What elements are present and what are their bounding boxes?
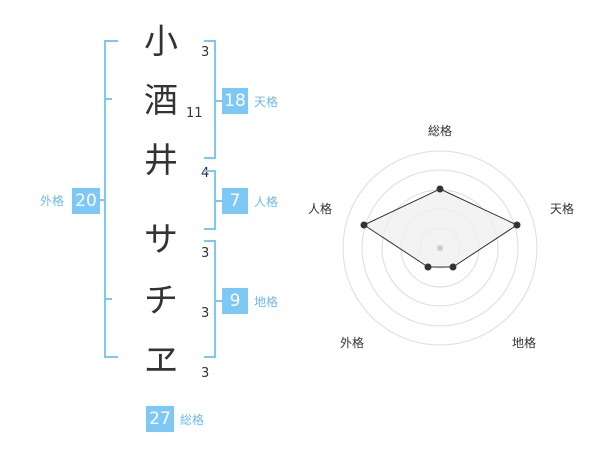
- tenkaku-bracket-arm: [214, 100, 222, 102]
- name-char-3: 井: [144, 141, 178, 181]
- tenkaku-bracket-bottom: [204, 157, 216, 159]
- gaikaku-badge: 20: [72, 188, 100, 214]
- chikaku-label: 地格: [254, 295, 279, 309]
- name-char-6: ヱ: [144, 341, 178, 381]
- stroke-count-6: 3: [201, 366, 210, 381]
- jinkaku-badge: 7: [222, 188, 248, 214]
- radar-chart: [342, 150, 538, 346]
- radar-label-bottom-left: 外格: [339, 336, 364, 350]
- name-char-1: 小: [144, 22, 178, 62]
- radar-label-left: 人格: [307, 202, 332, 216]
- stroke-count-5: 3: [201, 306, 210, 321]
- radar-point-gaikaku: [424, 263, 432, 271]
- gaikaku-label: 外格: [40, 194, 65, 208]
- radar-point-tenkaku: [513, 221, 521, 229]
- stroke-count-3: 4: [201, 166, 210, 181]
- gaikaku-bracket-top: [104, 40, 118, 42]
- stroke-count-1: 3: [201, 45, 210, 60]
- chikaku-badge: 9: [222, 288, 248, 314]
- radar-label-top: 総格: [427, 124, 452, 138]
- radar-center-dot: [437, 245, 443, 251]
- radar-point-soukaku: [436, 185, 444, 193]
- jinkaku-label: 人格: [254, 195, 279, 209]
- radar-point-chikaku: [449, 263, 457, 271]
- radar-ring-1: [342, 150, 538, 346]
- stroke-count-4: 3: [201, 246, 210, 261]
- jinkaku-bracket-bottom: [204, 228, 216, 230]
- tenkaku-label: 天格: [254, 95, 279, 109]
- radar-ring-2: [361, 169, 519, 327]
- radar-area: [362, 188, 519, 268]
- gaikaku-bracket-arm: [98, 199, 106, 201]
- radar-label-bottom-right: 地格: [511, 336, 536, 350]
- stroke-count-2: 11: [186, 106, 203, 121]
- chikaku-bracket-arm: [214, 300, 222, 302]
- name-char-2: 酒: [144, 81, 178, 121]
- radar-label-right: 天格: [549, 202, 574, 216]
- soukaku-label: 総格: [180, 413, 205, 427]
- chikaku-bracket-top: [204, 240, 216, 242]
- jinkaku-bracket-top: [204, 170, 216, 172]
- jinkaku-bracket-arm: [214, 200, 222, 202]
- chikaku-bracket-vertical: [214, 240, 216, 358]
- gaikaku-bracket-tick-2: [104, 298, 112, 300]
- gaikaku-bracket-tick-1: [104, 98, 112, 100]
- tenkaku-bracket-top: [204, 40, 216, 42]
- radar-point-jinkaku: [360, 221, 368, 229]
- name-char-4: サ: [144, 220, 178, 260]
- tenkaku-badge: 18: [222, 88, 248, 114]
- tenkaku-bracket-vertical: [214, 40, 216, 159]
- gaikaku-bracket-bottom: [104, 356, 118, 358]
- chikaku-bracket-bottom: [204, 356, 216, 358]
- name-char-5: チ: [144, 281, 178, 321]
- soukaku-badge: 27: [146, 406, 174, 432]
